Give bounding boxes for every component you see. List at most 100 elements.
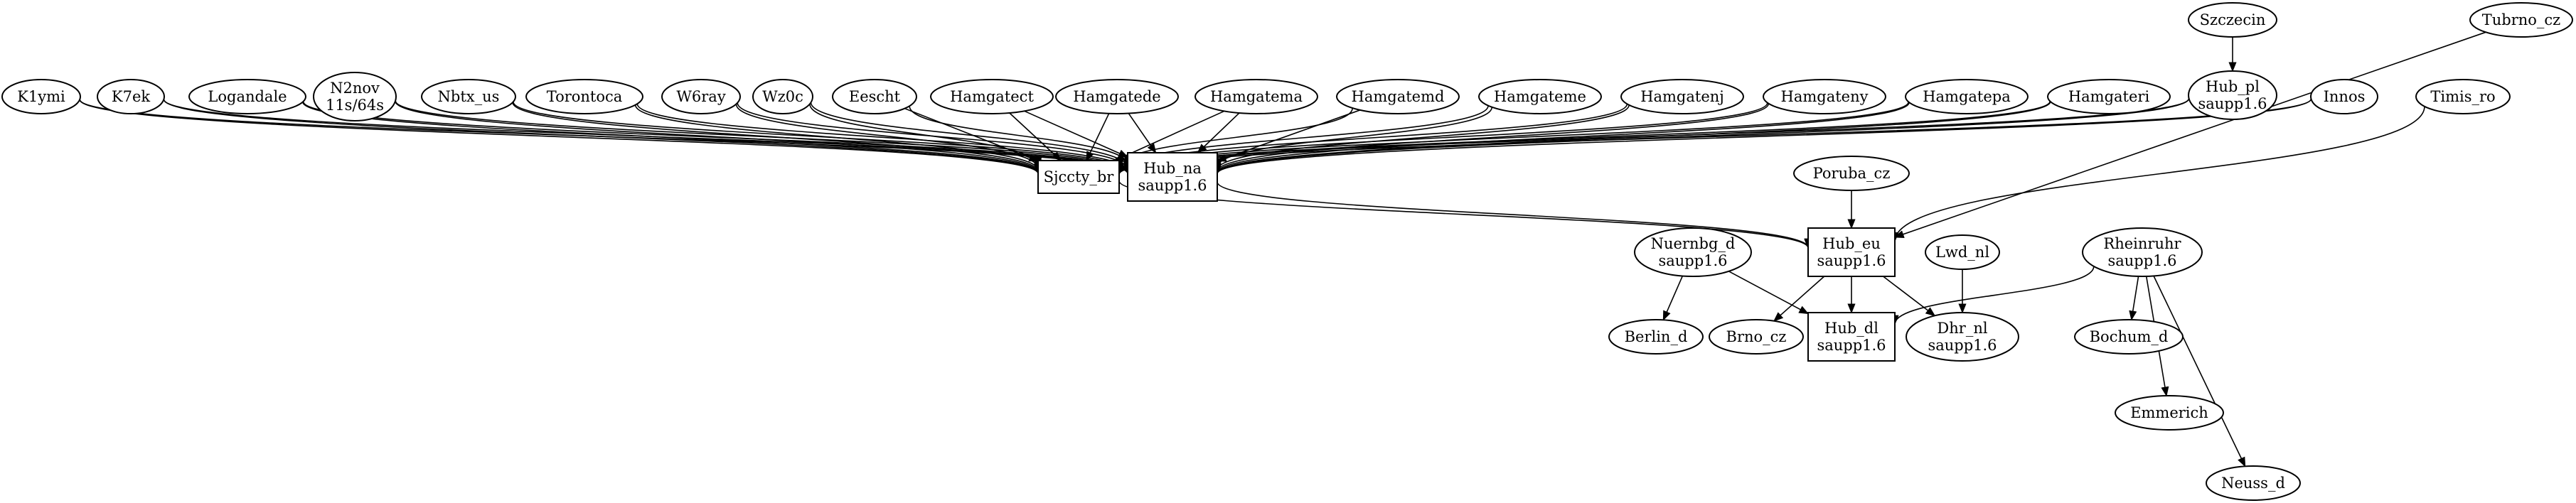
node-label: 11s/64s xyxy=(326,97,384,114)
edge-rheinruhr-to-hub_dl xyxy=(1891,266,2095,325)
node-wz0c: Wz0c xyxy=(752,79,813,114)
node-label: saupp1.6 xyxy=(1928,337,1997,354)
node-timis_ro: Timis_ro xyxy=(2415,79,2511,114)
node-label: saupp1.6 xyxy=(1138,177,1207,194)
node-lwd_nl: Lwd_nl xyxy=(1925,234,2000,270)
node-label: Hamgatepa xyxy=(1923,88,2011,105)
node-label: Hamgatenj xyxy=(1640,88,1724,105)
node-hamgateri: Hamgateri xyxy=(2047,79,2171,114)
node-hamgatemd: Hamgatemd xyxy=(1336,79,1460,114)
node-label: Nbtx_us xyxy=(438,88,500,105)
edge-hamgatenj-to-hub_na xyxy=(1213,104,1630,171)
node-label: W6ray xyxy=(676,88,726,105)
edge-hamgateny-to-hub_na xyxy=(1213,103,1770,173)
node-logandale: Logandale xyxy=(188,79,306,114)
node-label: Hamgatemd xyxy=(1352,88,1445,105)
edge-nuernbg_d-to-berlin_d xyxy=(1662,276,1684,321)
edge-wz0c-to-hub_na xyxy=(810,102,1132,169)
node-ellipse xyxy=(2074,319,2184,355)
node-ellipse xyxy=(1925,234,2000,270)
edge-w6ray-to-sjccty_br xyxy=(735,104,1042,170)
node-ellipse xyxy=(1336,79,1460,114)
node-label: Innos xyxy=(2324,88,2366,105)
node-ellipse xyxy=(2115,395,2224,431)
node-label: Hub_eu xyxy=(1822,235,1881,252)
node-label: Hub_na xyxy=(1143,160,1202,177)
node-label: Hamgatema xyxy=(1210,88,1303,105)
node-label: Hamgateme xyxy=(1494,88,1586,105)
node-ellipse xyxy=(1478,79,1602,114)
node-ellipse xyxy=(1608,319,1704,355)
node-ellipse xyxy=(2188,70,2277,120)
node-neuss_d: Neuss_d xyxy=(2206,465,2301,501)
node-ellipse xyxy=(2188,2,2277,38)
node-label: Bochum_d xyxy=(2090,328,2169,345)
node-label: Hamgatede xyxy=(1073,88,1160,105)
node-ellipse xyxy=(1620,79,1744,114)
node-label: Eescht xyxy=(849,88,901,105)
node-ellipse xyxy=(188,79,306,114)
node-ellipse xyxy=(2082,227,2203,277)
edge-hamgatepa-to-hub_na xyxy=(1213,102,1910,174)
edge-hamgatede-to-sjccty_br xyxy=(1086,113,1110,162)
node-ellipse xyxy=(930,79,1054,114)
node-ellipse xyxy=(1709,319,1804,355)
node-label: saupp1.6 xyxy=(1817,337,1886,354)
node-ellipse xyxy=(1905,79,2029,114)
edge-timis_ro-to-hub_eu xyxy=(1891,106,2425,242)
node-ellipse xyxy=(421,79,516,114)
node-hamgatect: Hamgatect xyxy=(930,79,1054,114)
node-label: saupp1.6 xyxy=(1658,252,1727,269)
node-box xyxy=(1807,312,1896,362)
edge-n2nov-to-sjccty_br xyxy=(395,101,1042,174)
node-emmerich: Emmerich xyxy=(2115,395,2224,431)
node-ellipse xyxy=(832,79,917,114)
node-eescht: Eescht xyxy=(832,79,917,114)
edge-hamgatect-to-hub_na xyxy=(1024,110,1129,158)
node-ellipse xyxy=(2047,79,2171,114)
node-label: Timis_ro xyxy=(2430,88,2495,105)
edge-hub_eu-to-dhr_nl xyxy=(1883,276,1936,317)
node-ellipse xyxy=(752,79,813,114)
node-ellipse xyxy=(1906,312,2019,362)
node-k7ek: K7ek xyxy=(97,79,165,114)
node-label: Hub_dl xyxy=(1824,320,1878,337)
edge-k7ek-to-sjccty_br xyxy=(163,99,1042,175)
node-label: saupp1.6 xyxy=(2198,95,2267,112)
node-label: Lwd_nl xyxy=(1935,244,1989,261)
node-ellipse xyxy=(2310,79,2378,114)
node-label: saupp1.6 xyxy=(2107,252,2176,269)
edge-rheinruhr-to-bochum_d xyxy=(2129,276,2139,321)
edge-rheinruhr-to-neuss_d xyxy=(2153,276,2246,467)
edge-nuernbg_d-to-hub_dl xyxy=(1728,271,1810,315)
node-w6ray: W6ray xyxy=(661,79,741,114)
node-hamgatepa: Hamgatepa xyxy=(1905,79,2029,114)
node-ellipse xyxy=(1793,156,1910,191)
node-box xyxy=(1807,227,1896,277)
node-innos: Innos xyxy=(2310,79,2378,114)
node-hamgateme: Hamgateme xyxy=(1478,79,1602,114)
node-label: Brno_cz xyxy=(1726,328,1787,345)
edge-eescht-to-sjccty_br xyxy=(904,107,1040,162)
node-szczecin: Szczecin xyxy=(2188,2,2277,38)
node-ellipse xyxy=(1,79,81,114)
node-label: K1ymi xyxy=(17,88,65,105)
node-ellipse xyxy=(2415,79,2511,114)
node-ellipse xyxy=(2469,2,2573,38)
node-box xyxy=(1037,160,1120,194)
node-label: Hamgateri xyxy=(2068,88,2150,105)
node-ellipse xyxy=(1763,79,1886,114)
edge-hamgatema-to-hub_na xyxy=(1197,112,1240,153)
node-label: Poruba_cz xyxy=(1813,165,1891,182)
edge-hamgatect-to-sjccty_br xyxy=(1009,112,1062,161)
node-hamgateny: Hamgateny xyxy=(1763,79,1886,114)
node-label: Berlin_d xyxy=(1625,328,1688,345)
node-klymi: K1ymi xyxy=(1,79,81,114)
node-hamgatenj: Hamgatenj xyxy=(1620,79,1744,114)
node-ellipse xyxy=(313,72,397,121)
